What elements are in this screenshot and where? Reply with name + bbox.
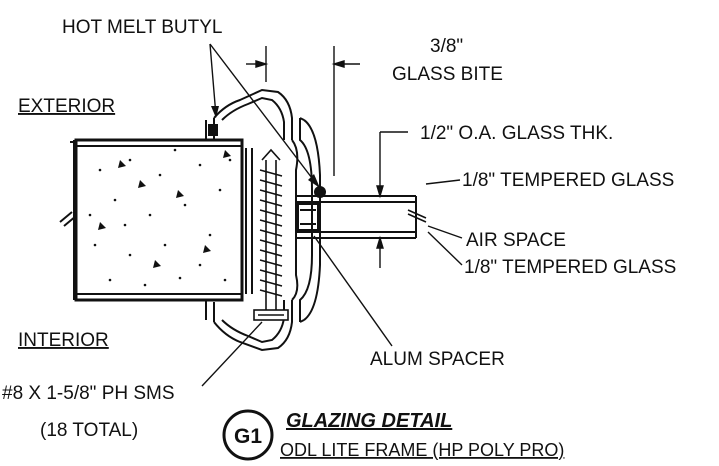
air-space-label: AIR SPACE [466, 230, 566, 251]
oa-glass-thk-label: 1/2" O.A. GLASS THK. [420, 123, 613, 144]
detail-badge-text: G1 [234, 425, 262, 448]
dimension-lines [246, 46, 408, 268]
butyl-beads [208, 124, 326, 198]
exterior-label: EXTERIOR [18, 96, 115, 117]
glass-unit [296, 195, 427, 239]
alum-spacer-label: ALUM SPACER [370, 349, 505, 370]
glass-bite-label: GLASS BITE [392, 64, 503, 85]
detail-badge: G1 [222, 409, 274, 461]
screw-count-label: (18 TOTAL) [40, 420, 138, 441]
screw [253, 148, 289, 321]
leader-arrowheads [211, 106, 320, 188]
frame-profile [205, 88, 321, 352]
leader-lines [201, 43, 463, 387]
break-mark [59, 211, 77, 227]
hot-melt-butyl-label: HOT MELT BUTYL [62, 17, 222, 38]
screw-spec-label: #8 X 1-5/8" PH SMS [2, 383, 175, 404]
detail-title: GLAZING DETAIL [286, 410, 452, 432]
tempered-glass-bottom-label: 1/8" TEMPERED GLASS [464, 257, 676, 278]
detail-subtitle: ODL LITE FRAME (HP POLY PRO) [280, 440, 564, 460]
interior-label: INTERIOR [18, 330, 109, 351]
concrete-speckle [88, 148, 232, 287]
core-panel [70, 138, 244, 302]
glass-bite-dim-label: 3/8" [430, 36, 463, 57]
tempered-glass-top-label: 1/8" TEMPERED GLASS [462, 170, 674, 191]
